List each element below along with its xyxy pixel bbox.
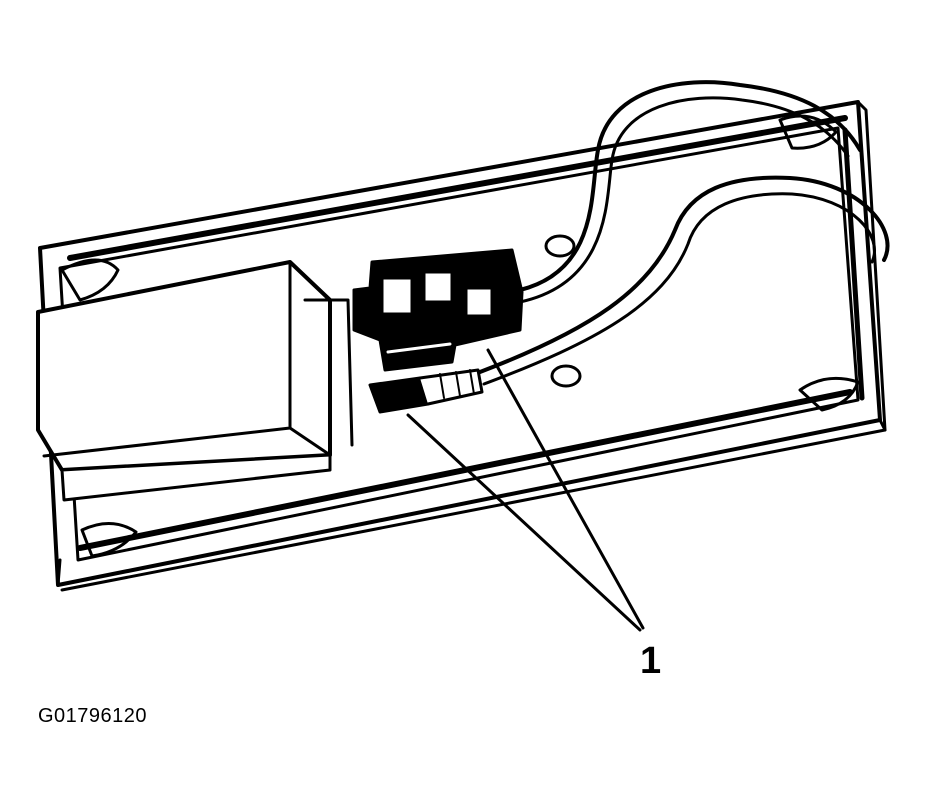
small-connector	[368, 368, 484, 414]
wire-harness	[478, 80, 890, 386]
callout-number: 1	[640, 640, 662, 682]
connector-block	[352, 248, 524, 372]
figure-id: G01796120	[38, 705, 148, 727]
module-box	[36, 260, 354, 502]
callout-leader-lines	[406, 348, 645, 632]
